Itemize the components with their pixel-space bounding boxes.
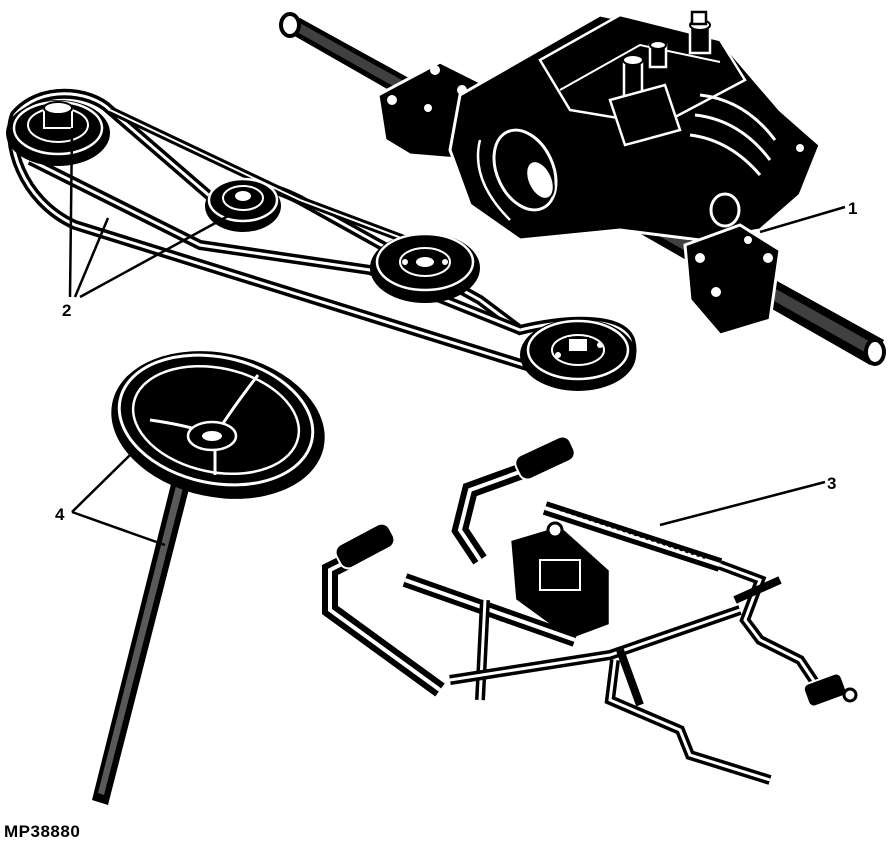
callout-4: 4 (55, 505, 65, 524)
transaxle-illustration (279, 10, 886, 366)
callout-3: 3 (827, 474, 836, 493)
figure-id: MP38880 (4, 822, 81, 841)
leader-line-4a (71, 454, 131, 513)
callout-1: 1 (848, 199, 857, 218)
leader-line-4b (71, 510, 166, 547)
leader-line-2b (73, 217, 110, 298)
leader-line-2a (68, 127, 74, 298)
leader-line-1 (759, 205, 846, 234)
steering-wheel-illustration (92, 351, 325, 805)
belt-pulleys-illustration (6, 88, 637, 391)
control-linkage-illustration (322, 435, 858, 785)
leader-line-2c (79, 213, 231, 299)
leader-lines (68, 127, 846, 547)
callout-2: 2 (62, 301, 71, 320)
leader-line-3 (659, 480, 826, 527)
